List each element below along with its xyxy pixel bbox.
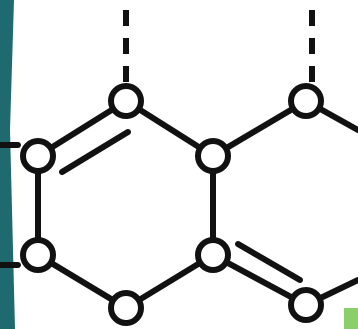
- nodes: [20, 83, 324, 326]
- bond: [210, 98, 309, 159]
- double-bond-inner-right: [235, 241, 303, 283]
- node-circle: [20, 138, 56, 174]
- double-bond-inner-left: [59, 129, 131, 175]
- node-circle: [20, 237, 56, 273]
- node-circle: [288, 287, 324, 323]
- node-circle: [195, 237, 231, 273]
- node-circle: [108, 290, 144, 326]
- node-circle: [288, 83, 324, 119]
- node-circle: [108, 83, 144, 119]
- node-circle: [195, 138, 231, 174]
- double-bond-lines: [59, 129, 303, 283]
- bottom-right-accent: [344, 308, 358, 329]
- left-edge-accent: [0, 0, 15, 329]
